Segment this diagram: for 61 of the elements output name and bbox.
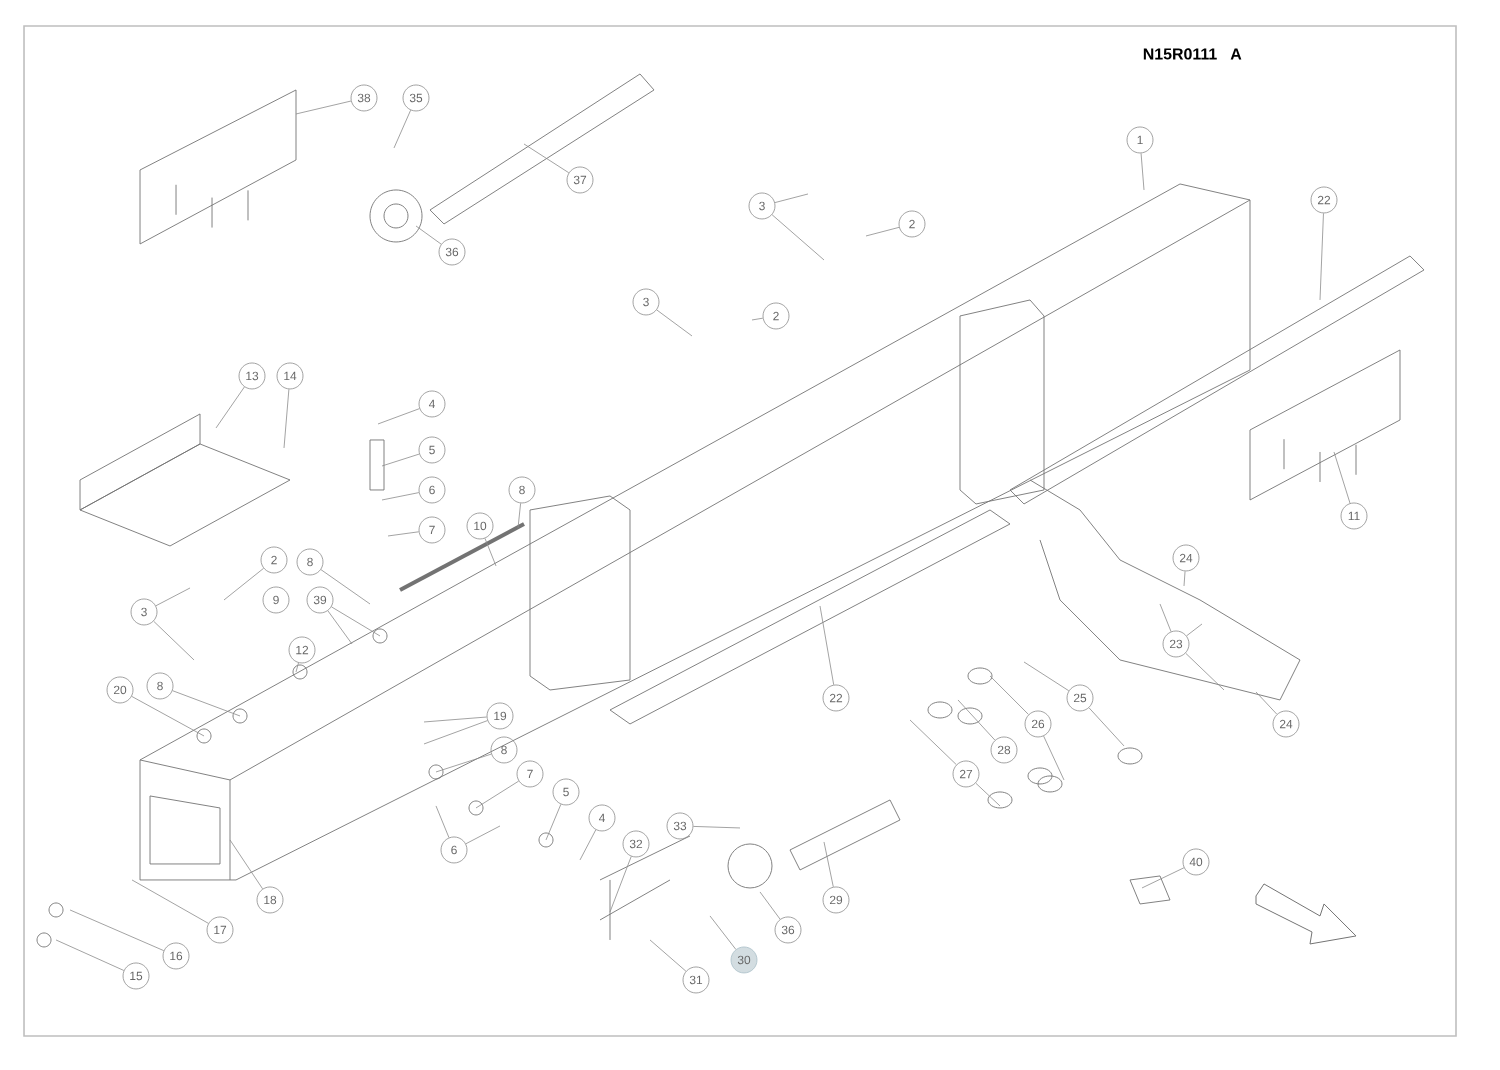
leader-line [1333, 451, 1351, 504]
leader-line [331, 606, 381, 637]
leader-line [1141, 867, 1185, 889]
leader-line [381, 453, 420, 467]
leader-line [975, 782, 1001, 807]
leader-line [381, 492, 420, 501]
leader-line [131, 879, 209, 924]
leader-line [55, 939, 125, 971]
leader-line [1159, 603, 1172, 632]
leader-line [909, 719, 957, 766]
leader-line [131, 696, 205, 737]
leader-line [1140, 152, 1145, 191]
leader-line [751, 317, 764, 321]
leader-line [215, 386, 245, 429]
leader-line [423, 716, 488, 723]
leader-line [435, 805, 450, 838]
leader-line [819, 605, 835, 686]
leader-line [523, 143, 570, 174]
leader-line [709, 915, 737, 950]
leader-line [693, 826, 741, 829]
leader-line [759, 891, 781, 920]
leader-line [774, 193, 809, 203]
leader-line [1255, 691, 1278, 715]
leader-line [295, 100, 352, 115]
leader-line [517, 502, 521, 529]
leader-line [393, 109, 411, 149]
leader-line [415, 225, 442, 245]
leader-line [475, 780, 520, 809]
leader-line [223, 567, 264, 601]
leader-line [153, 620, 195, 661]
leader-line [957, 699, 996, 741]
leader-line [1186, 623, 1203, 637]
leader-line [823, 841, 834, 888]
leader-line [656, 309, 693, 337]
leader-line [1183, 570, 1186, 587]
leader-line [1088, 707, 1125, 747]
leader-line [579, 829, 597, 861]
leader-line [423, 720, 488, 745]
leader-line [989, 675, 1029, 715]
leader-line [155, 587, 191, 607]
leader-line [283, 388, 290, 449]
leader-line [377, 408, 420, 425]
leader-line [609, 856, 632, 913]
leader-line [327, 610, 353, 645]
leader-line [1023, 661, 1070, 692]
leader-line [865, 226, 900, 237]
leader-line [1043, 735, 1065, 781]
leader-line [320, 569, 371, 605]
leader-line [465, 825, 501, 845]
leader-line [229, 839, 263, 890]
leader-line [649, 939, 687, 972]
leader-line [1185, 652, 1225, 691]
leader-line [69, 909, 165, 952]
leader-line [771, 214, 825, 261]
leader-line [545, 803, 562, 841]
leader-line [295, 662, 299, 673]
leader-line [387, 531, 420, 537]
leader-line [435, 753, 492, 773]
leader-line [1319, 212, 1324, 301]
leader-line [172, 690, 241, 717]
leader-line [484, 538, 497, 567]
